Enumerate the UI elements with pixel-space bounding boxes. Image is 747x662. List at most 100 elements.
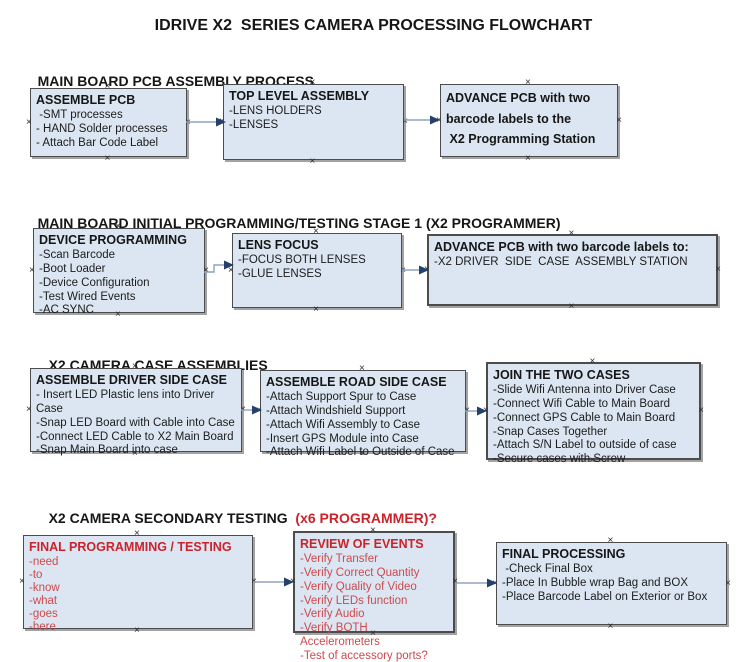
list-item: -LENS HOLDERS: [229, 105, 322, 118]
box-items: -Attach Support Spur to Case-Attach Wind…: [266, 391, 461, 460]
box-items: -SMT processes- HAND Solder processes- A…: [36, 109, 182, 150]
box-title: LENS FOCUS: [238, 238, 319, 252]
list-item: -Attach Wifi Assembly to Case: [266, 418, 421, 431]
box-title: FINAL PROGRAMMING / TESTING: [29, 540, 232, 554]
list-item: -Verify LEDs function: [300, 594, 408, 607]
list-item: -Connect Wifi Cable to Main Board: [493, 398, 671, 411]
list-item: -Snap Cases Together: [493, 425, 608, 438]
box-title: ASSEMBLE PCB: [36, 93, 136, 107]
section-heading-text-red: (x6 PROGRAMMER)?: [295, 510, 437, 526]
section-heading-text: X2 CAMERA SECONDARY TESTING: [48, 510, 296, 526]
flow-box-assemble-road-side-case: ASSEMBLE ROAD SIDE CASE -Attach Support …: [260, 370, 466, 458]
section-heading-pcb-assembly: MAIN BOARD PCB ASSEMBLY PROCESS: [22, 57, 314, 105]
anchor-icon: [525, 155, 531, 163]
connector-arrow: [186, 117, 226, 127]
list-item: -Verify BOTH Accelerometers: [300, 622, 380, 649]
box-title: ASSEMBLE ROAD SIDE CASE: [266, 375, 447, 389]
anchor-icon: [359, 365, 365, 373]
list-item: -to: [29, 569, 43, 582]
box-title: FINAL PROCESSING: [502, 547, 626, 561]
list-item: -what: [29, 595, 58, 608]
connector-arrow: [404, 115, 440, 125]
list-item: -Check Final Box: [502, 563, 593, 576]
section-heading-text: MAIN BOARD PCB ASSEMBLY PROCESS: [37, 73, 314, 89]
box-items: -Scan Barcode-Boot Loader-Device Configu…: [39, 249, 200, 318]
page-title: IDRIVE X2 SERIES CAMERA PROCESSING FLOWC…: [154, 17, 593, 34]
box-items: -Check Final Box-Place In Bubble wrap Ba…: [502, 563, 722, 604]
anchor-icon: [313, 306, 319, 314]
list-item: -Verify Correct Quantity: [300, 567, 420, 580]
anchor-icon: [608, 623, 614, 631]
list-item: -GLUE LENSES: [238, 268, 322, 281]
anchor-icon: [569, 303, 575, 311]
list-item: -SMT processes: [36, 109, 123, 122]
section-heading-initial-programming: MAIN BOARD INITIAL PROGRAMMING/TESTING S…: [22, 199, 561, 247]
list-item: - HAND Solder processes: [36, 123, 168, 136]
list-item: -Verify Transfer: [300, 553, 378, 566]
anchor-icon: [525, 79, 531, 87]
list-item: -Secure cases with Screw: [493, 453, 626, 466]
list-item: -need: [29, 556, 59, 569]
list-item: -Attach Support Spur to Case: [266, 391, 417, 404]
list-item: -here: [29, 621, 56, 634]
list-item: -Attach Wifi Label to Outside of Case: [266, 446, 455, 459]
anchor-icon: [26, 406, 32, 414]
box-items: -X2 DRIVER SIDE CASE ASSEMBLY STATION: [434, 256, 712, 270]
box-title: JOIN THE TWO CASES: [493, 368, 630, 382]
box-items: -Verify Transfer-Verify Correct Quantity…: [300, 553, 449, 662]
list-item: -FOCUS BOTH LENSES: [238, 254, 366, 267]
flow-box-advance-pcb-programming-station: ADVANCE PCB with two barcode labels to t…: [440, 84, 618, 157]
list-item: -Attach Windshield Support: [266, 405, 406, 418]
list-item: -Connect LED Cable to X2 Main Board: [36, 430, 234, 443]
anchor-icon: [616, 117, 622, 125]
list-item: -goes: [29, 608, 58, 621]
flow-box-device-programming: DEVICE PROGRAMMING -Scan Barcode-Boot Lo…: [33, 228, 205, 316]
connector-arrow: [241, 405, 262, 415]
box-title: ADVANCE PCB with two barcode labels to t…: [446, 91, 596, 147]
flow-box-lens-focus: LENS FOCUS -FOCUS BOTH LENSES-GLUE LENSE…: [232, 233, 402, 308]
flow-box-assemble-driver-side-case: ASSEMBLE DRIVER SIDE CASE - Insert LED P…: [30, 368, 242, 456]
list-item: -Verify Audio: [300, 608, 365, 621]
anchor-icon: [608, 537, 614, 545]
list-item: -LENSES: [229, 119, 279, 132]
list-item: -Test Wired Events: [39, 290, 136, 303]
list-item: -Verify Quality of Video: [300, 580, 417, 593]
anchor-icon: [310, 158, 316, 166]
list-item: -Snap LED Board with Cable into Case: [36, 416, 235, 429]
list-item: -Connect GPS Cable to Main Board: [493, 411, 676, 424]
flow-box-review-of-events: REVIEW OF EVENTS -Verify Transfer-Verify…: [293, 531, 455, 662]
list-item: -Snap Main Board into case: [36, 444, 178, 457]
flow-box-advance-pcb-driver-side: ADVANCE PCB with two barcode labels to: …: [427, 234, 718, 306]
list-item: -Place In Bubble wrap Bag and BOX: [502, 577, 689, 590]
anchor-icon: [715, 266, 721, 274]
list-item: -know: [29, 582, 60, 595]
anchor-icon: [590, 358, 596, 366]
anchor-icon: [569, 230, 575, 238]
list-item: -X2 DRIVER SIDE CASE ASSEMBLY STATION: [434, 256, 688, 269]
connector-arrow: [204, 260, 234, 273]
list-item: -AC SYNC: [39, 304, 94, 317]
box-items: - Insert LED Plastic lens into Driver Ca…: [36, 389, 237, 458]
box-title: DEVICE PROGRAMMING: [39, 233, 187, 247]
connector-arrow: [455, 578, 497, 588]
box-items: -Slide Wifi Antenna into Driver Case-Con…: [493, 384, 695, 467]
flow-box-final-programming-testing: FINAL PROGRAMMING / TESTING -need-to-kno…: [23, 535, 253, 633]
flow-box-top-level-assembly: TOP LEVEL ASSEMBLY -LENS HOLDERS-LENSES: [223, 84, 404, 160]
anchor-icon: [105, 155, 111, 163]
anchor-icon: [725, 580, 731, 588]
flow-box-join-the-two-cases: JOIN THE TWO CASES -Slide Wifi Antenna i…: [486, 362, 704, 465]
anchor-icon: [19, 578, 25, 586]
section-heading-secondary-testing: X2 CAMERA SECONDARY TESTING (x6 PROGRAMM…: [33, 494, 437, 542]
box-items: -LENS HOLDERS-LENSES: [229, 105, 399, 133]
list-item: -Scan Barcode: [39, 249, 116, 262]
list-item: -Slide Wifi Antenna into Driver Case: [493, 384, 676, 397]
box-items: -need-to-know-what-goes-here: [29, 556, 248, 634]
list-item: -Test of accessory ports?: [300, 649, 428, 662]
flow-box-final-processing: FINAL PROCESSING -Check Final Box-Place …: [496, 542, 727, 625]
box-items: -FOCUS BOTH LENSES-GLUE LENSES: [238, 254, 397, 282]
connector-arrow: [253, 577, 294, 587]
anchor-icon: [26, 119, 32, 127]
anchor-icon: [698, 407, 704, 415]
anchor-icon: [29, 267, 35, 275]
